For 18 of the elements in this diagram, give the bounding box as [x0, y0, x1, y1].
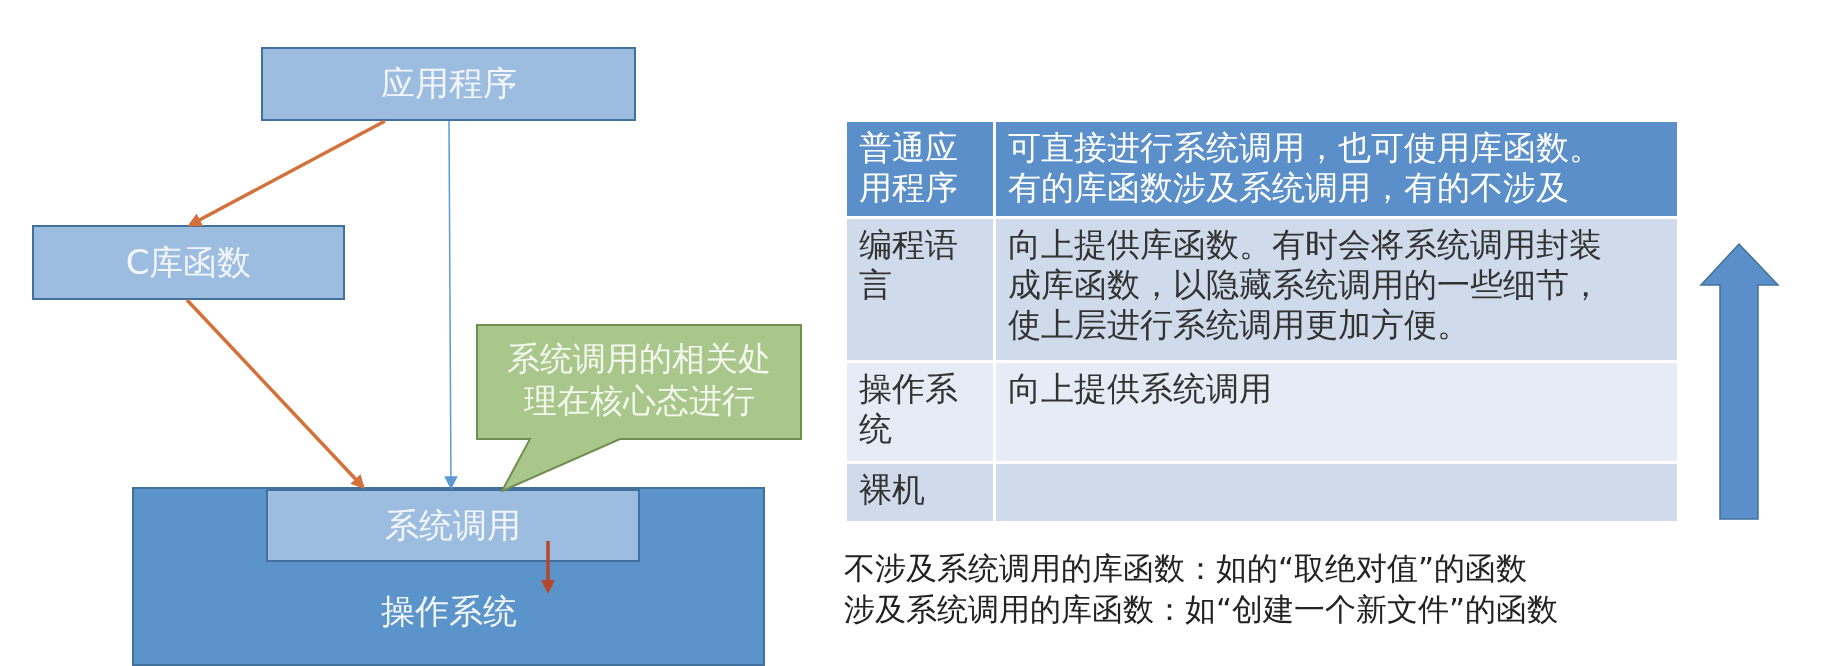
arrow — [444, 120, 458, 490]
note-text: 不涉及系统调用的库函数：如的“取绝对值”的函数 — [844, 549, 1528, 588]
table-cell: 向上提供系统调用 — [994, 361, 1679, 463]
arrow — [185, 298, 365, 490]
process-box: 应用程序 — [261, 47, 636, 121]
layer-label: 操作系统 — [379, 590, 518, 633]
arrow — [187, 119, 386, 227]
process-box: C库函数 — [32, 225, 345, 300]
process-box: 系统调用 — [266, 489, 640, 562]
callout-bubble: 系统调用的相关处理在核心态进行 — [476, 324, 802, 492]
table-cell: 操作系统 — [845, 361, 995, 463]
table-cell: 向上提供库函数。有时会将系统调用封装成库函数，以隐藏系统调用的一些细节，使上层进行系统调用更加方便。 — [994, 217, 1679, 362]
table-cell: 普通应用程序 — [845, 120, 995, 218]
table-cell: 裸机 — [845, 462, 995, 523]
table-cell: 可直接进行系统调用，也可使用库函数。有的库函数涉及系统调用，有的不涉及 — [994, 120, 1679, 218]
note-text: 涉及系统调用的库函数：如“创建一个新文件”的函数 — [844, 590, 1559, 629]
table-cell: 编程语言 — [845, 217, 995, 362]
layer-box — [132, 487, 765, 666]
